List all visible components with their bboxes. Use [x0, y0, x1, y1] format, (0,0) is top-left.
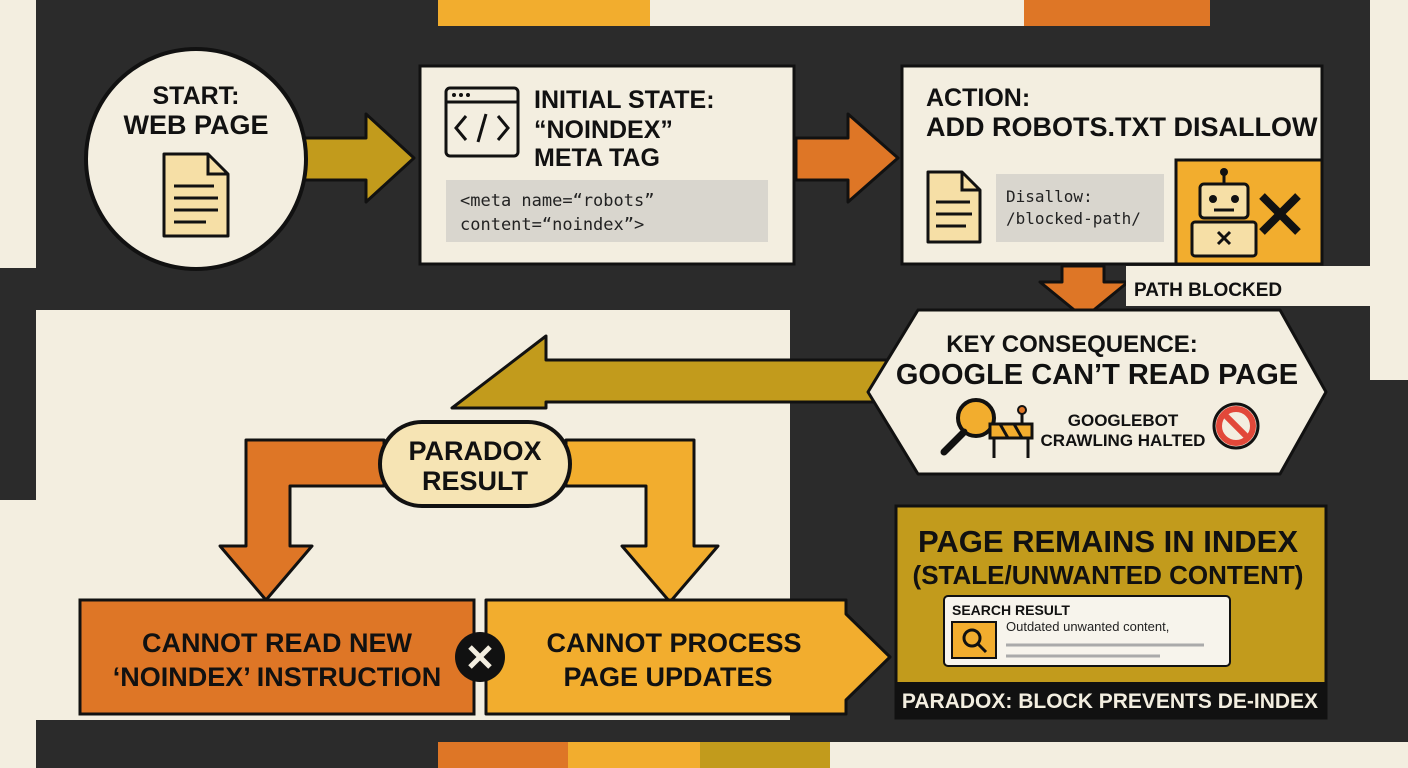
arrow-paradox-left: [218, 438, 386, 602]
cannot-process-line2: PAGE UPDATES: [563, 662, 772, 692]
action-line2: ADD ROBOTS.TXT DISALLOW: [926, 112, 1318, 142]
consequence-line1: KEY CONSEQUENCE:: [946, 331, 1198, 358]
initial-code-line2: content=“noindex”>: [460, 215, 644, 235]
remains-line2: (STALE/UNWANTED CONTENT): [913, 560, 1304, 590]
arrow-start-to-initial: [300, 112, 416, 204]
search-result-title: SEARCH RESULT: [952, 602, 1070, 618]
start-line2: WEB PAGE: [123, 110, 268, 140]
start-node: START: WEB PAGE: [84, 47, 308, 271]
paradox-line2: RESULT: [422, 466, 529, 496]
cannot-process-line1: CANNOT PROCESS: [546, 628, 801, 658]
arrow-initial-to-action: [794, 112, 900, 204]
action-code-line1: Disallow:: [1006, 187, 1093, 206]
cannot-read-line1: CANNOT READ NEW: [142, 628, 413, 658]
path-blocked-label: PATH BLOCKED: [1134, 280, 1282, 301]
crawling-halted-label: CRAWLING HALTED: [1041, 431, 1206, 450]
cannot-process-box: CANNOT PROCESS PAGE UPDATES: [484, 598, 892, 716]
arrow-action-down: [1038, 264, 1130, 320]
robot-icon: [1190, 168, 1258, 258]
magnifier-icon: [940, 398, 996, 456]
no-entry-icon: [1212, 402, 1260, 450]
page-remains-node: PAGE REMAINS IN INDEX (STALE/UNWANTED CO…: [894, 504, 1328, 720]
x-circle-icon: [455, 632, 505, 682]
paradox-result-node: PARADOX RESULT: [378, 420, 572, 508]
remains-line1: PAGE REMAINS IN INDEX: [918, 524, 1298, 559]
initial-line3: META TAG: [534, 144, 660, 172]
cannot-read-line2: ‘NOINDEX’ INSTRUCTION: [113, 662, 442, 692]
document-icon: [162, 152, 230, 238]
start-line1: START:: [152, 82, 239, 110]
remains-footer: PARADOX: BLOCK PREVENTS DE-INDEX: [902, 690, 1318, 713]
cannot-read-box: CANNOT READ NEW ‘NOINDEX’ INSTRUCTION: [78, 598, 476, 716]
initial-line1: INITIAL STATE:: [534, 86, 715, 114]
barrier-icon: [988, 405, 1034, 458]
action-code-line2: /blocked-path/: [1006, 209, 1141, 228]
googlebot-label: GOOGLEBOT: [1068, 411, 1179, 430]
search-result-snippet: Outdated unwanted content,: [1006, 619, 1169, 634]
arrow-consequence-to-paradox: [450, 334, 892, 410]
paradox-line1: PARADOX: [408, 436, 541, 466]
document-icon: [926, 170, 982, 244]
action-line1: ACTION:: [926, 84, 1030, 112]
search-result-card: SEARCH RESULT Outdated unwanted content,: [943, 595, 1231, 667]
initial-code-line1: <meta name=“robots”: [460, 191, 654, 211]
blocked-x-icon: [1259, 193, 1301, 235]
initial-state-box: INITIAL STATE: “NOINDEX” META TAG <meta …: [418, 64, 796, 266]
consequence-line2: GOOGLE CAN’T READ PAGE: [896, 359, 1298, 391]
search-icon: [962, 628, 988, 654]
action-box: ACTION: ADD ROBOTS.TXT DISALLOW Disallow…: [900, 64, 1324, 266]
initial-line2: “NOINDEX”: [534, 116, 673, 144]
key-consequence-node: KEY CONSEQUENCE: GOOGLE CAN’T READ PAGE …: [866, 308, 1328, 476]
code-window-icon: [444, 86, 520, 158]
arrow-paradox-right: [564, 438, 720, 604]
